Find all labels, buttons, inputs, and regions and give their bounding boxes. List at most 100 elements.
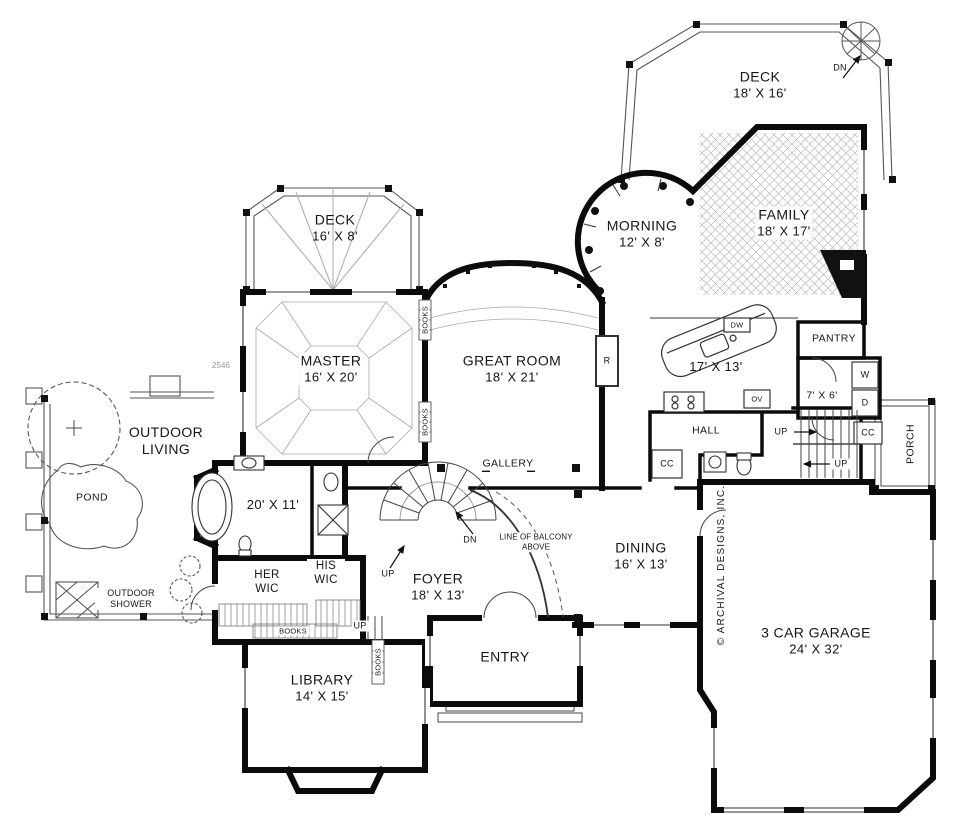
room-name: OUTDOOR LIVING <box>128 423 204 457</box>
curved-stair <box>379 461 497 569</box>
books-label-top: BOOKS <box>420 304 430 336</box>
room-label-gallery: GALLERY <box>480 457 536 471</box>
room-label-his-wic: HIS WIC <box>307 558 345 588</box>
room-name: GREAT ROOM <box>462 352 562 369</box>
books-label-library: BOOKS <box>373 646 383 678</box>
plan-number: 2546 <box>211 361 231 371</box>
doors-layer <box>190 357 837 619</box>
room-dims: 14' X 15' <box>295 688 349 704</box>
oven-label: OV <box>751 394 763 404</box>
powder-room-fixtures <box>703 451 752 476</box>
kitchen-fixtures <box>595 304 798 413</box>
room-dims: 20' X 11' <box>246 497 300 513</box>
room-dims: 18' X 16' <box>733 85 787 101</box>
room-dims: 24' X 32' <box>789 641 843 657</box>
tree-icon <box>27 381 121 475</box>
room-name: 3 CAR GARAGE <box>761 624 871 641</box>
outdoor-shower-lattice <box>55 581 99 619</box>
pond-outline <box>41 462 143 550</box>
room-label-dining: DINING 16' X 13' <box>614 540 667 573</box>
room-label-foyer: FOYER 18' X 13' <box>411 571 464 604</box>
room-name: DECK <box>739 68 781 85</box>
room-label-laundry: 7' X 6' <box>804 389 840 403</box>
room-label-pantry: PANTRY <box>809 332 859 346</box>
sink-icon <box>241 457 257 469</box>
room-name: FOYER <box>412 570 464 587</box>
room-label-library: LIBRARY 14' X 15' <box>291 672 353 705</box>
room-label-entry: ENTRY <box>480 648 529 665</box>
outdoor-structures-layer <box>25 23 936 723</box>
room-dims: 18' X 21' <box>485 369 539 385</box>
balcony-lines <box>469 489 564 618</box>
foyer-steps <box>367 616 383 640</box>
sink-icon <box>708 455 722 469</box>
room-label-deck-upper: DECK 18' X 16' <box>733 69 786 102</box>
room-name: OUTDOOR SHOWER <box>107 588 155 609</box>
room-label-morning: MORNING 12' X 8' <box>607 218 677 251</box>
deck-dn-arrow <box>842 55 861 79</box>
fireplace-icon <box>820 250 866 298</box>
dn-label-deck: DN <box>833 62 847 73</box>
cc-label-left: CC <box>658 458 676 470</box>
room-label-deck-left: DECK 16' X 8' <box>312 212 358 245</box>
up-label-stairs: UP <box>832 458 850 470</box>
room-label-great-room: GREAT ROOM 18' X 21' <box>463 353 561 386</box>
dishwasher-label: DW <box>728 320 746 330</box>
morning-bay-detail <box>583 178 694 295</box>
room-label-sitting: 20' X 11' <box>247 497 299 513</box>
balcony-note: LINE OF BALCONY ABOVE <box>496 532 576 552</box>
shrub-icon <box>169 578 193 602</box>
room-name: MASTER <box>300 352 362 369</box>
dryer-label: D <box>861 397 869 408</box>
back-stairs <box>793 410 861 478</box>
cc-label-right: CC <box>859 427 877 439</box>
closet-shelving <box>218 599 361 639</box>
room-dims: 16' X 20' <box>304 369 358 385</box>
room-dims: 18' X 17' <box>757 223 811 239</box>
great-room-mullions <box>443 262 581 288</box>
room-label-her-wic: HER WIC <box>246 567 288 597</box>
windows-layer <box>210 150 938 815</box>
room-name: PORCH <box>904 424 917 464</box>
room-label-hall: HALL <box>690 424 722 438</box>
copyright-notice: © ARCHIVAL DESIGNS, INC. <box>715 484 727 646</box>
room-name: FAMILY <box>758 206 810 223</box>
room-name: POND <box>76 491 108 504</box>
room-label-master: MASTER 16' X 20' <box>298 352 364 386</box>
room-name: DECK <box>314 211 356 228</box>
spiral-stair-icon <box>841 21 881 61</box>
books-label-wic: BOOKS <box>277 626 309 636</box>
washer-label: W <box>860 369 870 380</box>
refrigerator-label: R <box>601 355 613 367</box>
room-name: HIS WIC <box>314 559 338 586</box>
up-label-hall: UP <box>772 426 790 438</box>
room-label-kitchen: 17' X 13' <box>689 359 742 375</box>
shrub-icon <box>179 555 201 577</box>
room-label-pond: POND <box>76 492 108 505</box>
room-dims: 12' X 8' <box>619 234 665 250</box>
cooktop-icon <box>663 391 705 413</box>
deck-fan-detail <box>261 189 405 291</box>
room-name: ENTRY <box>480 648 530 665</box>
master-bath-fixtures <box>191 455 349 557</box>
room-name: PANTRY <box>811 332 857 345</box>
up-label-foyer: UP <box>379 568 397 580</box>
room-name: HER WIC <box>254 568 280 595</box>
dryer-icon <box>851 389 879 417</box>
washer-icon <box>851 361 879 389</box>
room-label-porch: PORCH <box>905 424 918 464</box>
room-name: GALLERY <box>482 457 534 470</box>
room-dims: 16' X 13' <box>614 556 668 572</box>
room-name: LIBRARY <box>290 671 354 688</box>
up-label-library-steps: UP <box>351 620 369 632</box>
toilet-icon <box>323 472 339 492</box>
room-dims: 7' X 6' <box>806 389 838 402</box>
room-name: MORNING <box>606 217 678 234</box>
dn-label-foyer: DN <box>461 534 479 546</box>
books-label-bottom: BOOKS <box>420 406 430 438</box>
room-dims: 18' X 13' <box>411 587 465 603</box>
closet-cc <box>651 449 683 479</box>
room-label-outdoor-shower: OUTDOOR SHOWER <box>95 588 167 610</box>
